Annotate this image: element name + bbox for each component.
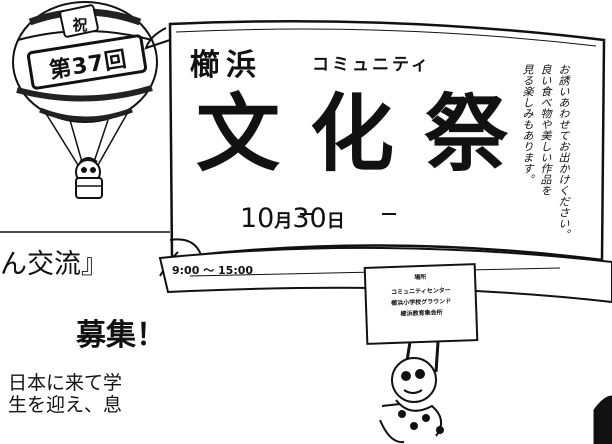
community-label: コミュニティ [312,55,431,75]
venue-placard: 場所 コミュニティセンター 櫛浜小学校グラウンド 櫛浜教育集会所 [370,270,472,320]
monkey-placard-illustration [363,263,479,444]
article-subhead: 募集！ [76,318,166,353]
balloon-celebration-char: 祝 [72,16,88,34]
day-unit: 日 [326,211,345,232]
article-body-line-2: 生を迎え、息 [8,394,123,416]
festival-title: 文化祭 [196,84,539,183]
place-name: 櫛浜 [190,48,262,83]
article-headline: ん交流』 [0,249,108,280]
balloon-illustration [12,1,158,199]
article-body: 日本に来て学 生を迎え、息 [8,372,122,416]
date-month: 10 [240,203,275,234]
placard-heading: 場所 [414,273,427,282]
message-column-1: お誘いあわせてお出かけください。 [557,64,570,240]
message-column-2: 良い食べ物や美しい作品を [539,64,552,196]
festival-time: 9:00 ～ 15:00 [172,264,254,277]
message-column-3: 見る楽しみもあります。 [521,64,534,185]
month-unit: 月 [274,211,293,232]
article-body-line-1: 日本に来て学 [8,372,123,394]
festival-date: 10月30日 [240,203,345,234]
date-day: 30 [292,203,327,234]
